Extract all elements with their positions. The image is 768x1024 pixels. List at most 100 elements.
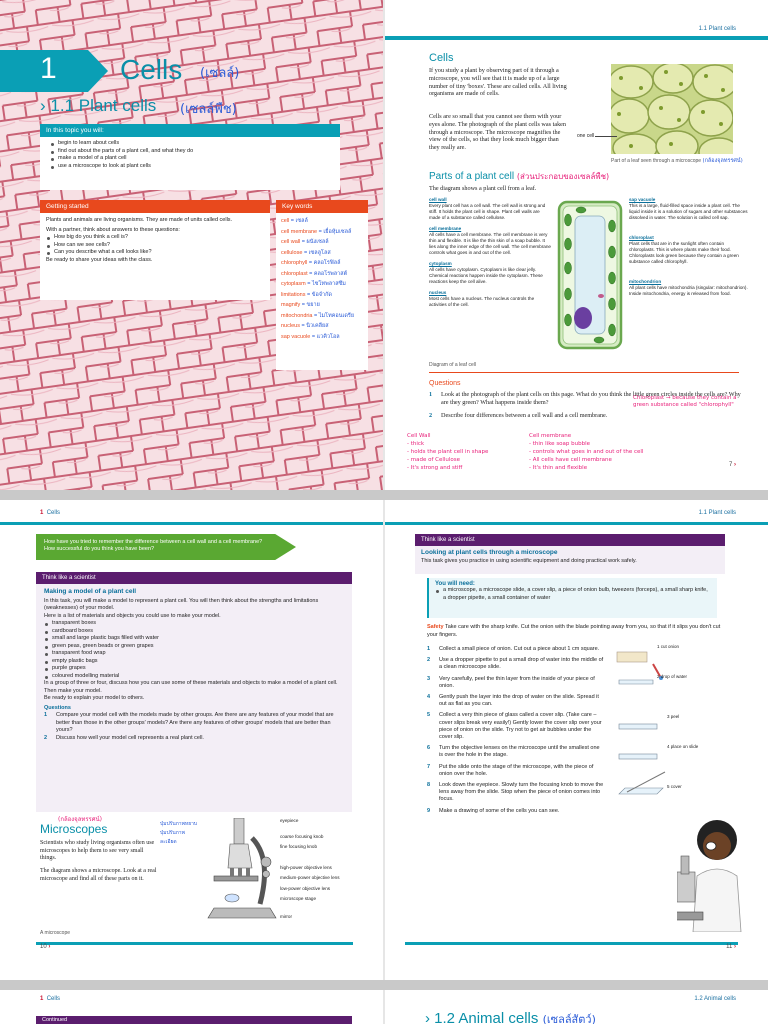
note-line: - It's thin and flexible — [529, 465, 588, 471]
photo-caption-text: Part of a leaf seen through a microscope — [611, 158, 702, 164]
topic-item: use a microscope to look at plant cells — [50, 163, 330, 171]
question-text: Describe four differences between a cell… — [441, 412, 608, 420]
cell-part-term: sap vacuole — [629, 197, 656, 202]
key-word-item: cytoplasm = ไซโทพลาสซึม — [281, 279, 363, 290]
microscopes-title: Microscopes — [40, 822, 108, 836]
step-number: 7 — [427, 763, 431, 770]
think-box: Think like a scientist Making a model of… — [36, 572, 352, 812]
key-word-term: sap vacuole — [281, 333, 311, 340]
key-word-item: magnify = ขยาย — [281, 300, 363, 311]
page-12: 1 Cells Continued — [0, 990, 383, 1024]
need-list: a microscope, a microscope slide, a cove… — [435, 587, 711, 602]
header-number: 1 — [40, 996, 44, 1002]
page-number-text: 11 — [726, 944, 733, 950]
cell-part-description: All cells have cytoplasm. Cytoplasm is l… — [429, 267, 543, 284]
page-number: 7 › — [729, 462, 736, 468]
plant-cell-diagram — [557, 200, 623, 350]
key-word-term: nucleus — [281, 323, 300, 329]
material-item: purple grapes — [44, 665, 344, 673]
question-number: 1 — [44, 712, 48, 718]
gutter — [383, 0, 385, 490]
page-number-text: 10 — [40, 944, 47, 950]
material-item: coloured modelling material — [44, 673, 344, 681]
step-number: 2 — [427, 657, 431, 664]
key-word-note: = ผนังเซลล์ — [301, 239, 329, 245]
key-word-note: = เยื่อหุ้มเซลล์ — [318, 228, 352, 235]
key-word-item: nucleus = นิวเคลียส — [281, 321, 363, 332]
topic-box-head: In this topic you will: — [40, 124, 340, 137]
cell-part-term: nucleus — [429, 290, 447, 295]
getting-started-p3: Be ready to share your ideas with the cl… — [46, 256, 153, 263]
page-arrow-icon: › — [734, 462, 736, 468]
running-header: 1 Cells — [40, 510, 60, 516]
parts-intro: The diagram shows a plant cell from a le… — [429, 185, 537, 192]
key-word-item: chloroplast = คลอโรพลาสต์ — [281, 269, 363, 280]
section-title: 1.1 Plant cells — [50, 96, 157, 115]
chapter-title: Cells — [120, 54, 183, 85]
step-number: 6 — [427, 745, 431, 752]
microscope-part-label: fine focusing knob — [280, 844, 318, 849]
getting-started-head: Getting started — [40, 200, 270, 213]
material-item: green peas, green beads or green grapes — [44, 643, 344, 651]
note-line: - thin like soap bubble — [529, 441, 591, 447]
note-line: - All cells have cell membrane — [529, 457, 612, 463]
cells-p2: Cells are so small that you cannot see t… — [429, 113, 566, 152]
think-box-head: Think like a scientist — [415, 534, 725, 546]
footer-rule — [405, 942, 738, 945]
key-word-item: cell membrane = เยื่อหุ้มเซลล์ — [281, 227, 363, 238]
header-number: 1 — [40, 510, 44, 516]
step-number: 5 — [427, 712, 431, 719]
key-word-item: cellulose = เซลลูโลส — [281, 248, 363, 259]
page-13: 1.2 Animal cells › 1.2 Animal cells (เซล… — [385, 990, 768, 1024]
figure-label: 5 cover — [667, 784, 682, 789]
running-header: 1 Cells — [40, 996, 60, 1002]
chapter-number: 1 — [40, 52, 57, 85]
key-word-item: cell = เซลล์ — [281, 216, 363, 227]
need-head: You will need: — [435, 581, 475, 587]
header-rule — [385, 522, 768, 525]
key-word-note: = เซลล์ — [290, 218, 308, 224]
microscope-part-label: microscope stage — [280, 896, 317, 901]
think-box-head: Think like a scientist — [36, 572, 352, 584]
key-word-item: sap vacuole = แวคิวโอล — [281, 332, 363, 343]
note-line: - thick — [407, 441, 425, 447]
topic-box: In this topic you will: begin to learn a… — [40, 124, 340, 190]
microscopes-p2: The diagram shows a microscope. Look at … — [40, 868, 157, 882]
photo-caption: Part of a leaf seen through a microscope… — [611, 157, 743, 165]
section-heading: › 1.2 Animal cells (เซลล์สัตว์) — [425, 1010, 596, 1024]
page-6: 1 Cells (เซลล์) › 1.1 Plant cells (เซลล์… — [0, 0, 383, 490]
microscopes-note: (กล้องจุลทรรศน์) — [58, 816, 103, 823]
header-rule — [385, 36, 768, 40]
page-number: 10 › — [40, 944, 50, 950]
parts-title-text: Parts of a plant cell — [429, 171, 515, 182]
step-text: Use a dropper pipette to put a small dro… — [439, 657, 604, 671]
answer-note: Chloroplast → because they contain a gre… — [633, 395, 737, 408]
safety-label: Safety — [427, 624, 444, 630]
key-word-term: cell wall — [281, 239, 301, 245]
topic-item: begin to learn about cells — [50, 140, 330, 148]
question-text: Compare your model cell with the models … — [56, 712, 334, 733]
photo-caption-note: (กล้องจุลทรรศน์) — [702, 158, 743, 164]
page-7: 1.1 Plant cells Cells If you study a pla… — [385, 0, 768, 490]
step-number: 4 — [427, 694, 431, 701]
key-word-item: mitochondria = ไมโทคอนเดรีย — [281, 311, 363, 322]
microscope-part-label: coarse focusing knob — [280, 833, 324, 839]
note-line: - made of Cellulose — [407, 457, 461, 463]
cell-part-term: cell wall — [429, 197, 447, 202]
section-heading: › 1.1 Plant cells — [40, 96, 156, 116]
cells-title: Cells — [429, 52, 454, 64]
notes-head: Cell membrane — [529, 433, 572, 439]
leaf-cells-photo — [611, 64, 733, 154]
step-text: Very carefully, peel the thin layer from… — [439, 675, 595, 689]
key-words-head: Key words — [276, 200, 368, 213]
footer-rule — [36, 942, 353, 945]
key-word-note: = คลอโรฟิลล์ — [308, 260, 341, 266]
step-item: 2 Use a dropper pipette to put a small dr… — [427, 657, 605, 671]
